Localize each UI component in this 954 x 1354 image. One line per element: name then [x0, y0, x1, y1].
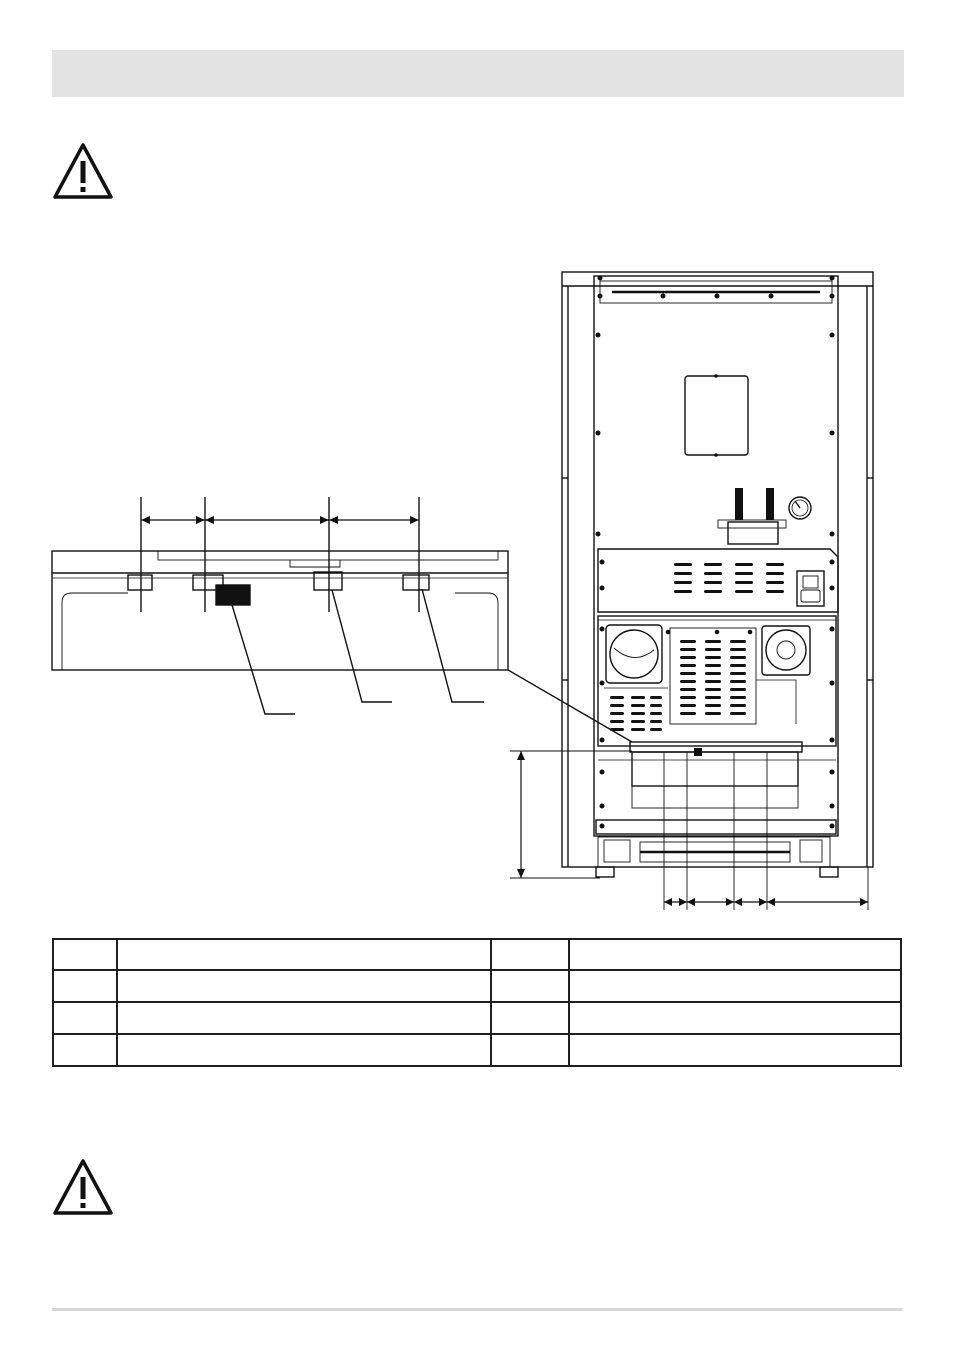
- table-cell: [568, 969, 902, 1003]
- table-cell: [116, 1033, 492, 1067]
- table-header-cell: [568, 938, 902, 971]
- main-rear-view: [510, 271, 874, 910]
- footer-divider: [52, 1308, 902, 1311]
- table-cell: [490, 1033, 570, 1067]
- warning-triangle-icon: [53, 1159, 113, 1215]
- table-cell: [490, 969, 570, 1003]
- table-cell: [116, 969, 492, 1003]
- table-row: [52, 1033, 902, 1067]
- table-header-cell: [490, 938, 570, 971]
- table-cell: [52, 969, 118, 1003]
- table-cell: [568, 1001, 902, 1035]
- table-cell: [52, 1033, 118, 1067]
- table-cell: [490, 1001, 570, 1035]
- detail-view: [51, 497, 633, 743]
- table-header-cell: [116, 938, 492, 971]
- table-cell: [116, 1001, 492, 1035]
- table-header-cell: [52, 938, 118, 971]
- warning-triangle-icon: [53, 143, 113, 199]
- table-row: [52, 1001, 902, 1035]
- table-row: [52, 969, 902, 1003]
- table-cell: [568, 1033, 902, 1067]
- section-header-bar: [52, 50, 904, 97]
- table-cell: [52, 1001, 118, 1035]
- stove-rear-view-drawing: [51, 271, 874, 910]
- table-header-row: [52, 938, 902, 971]
- connections-table: [52, 938, 902, 1067]
